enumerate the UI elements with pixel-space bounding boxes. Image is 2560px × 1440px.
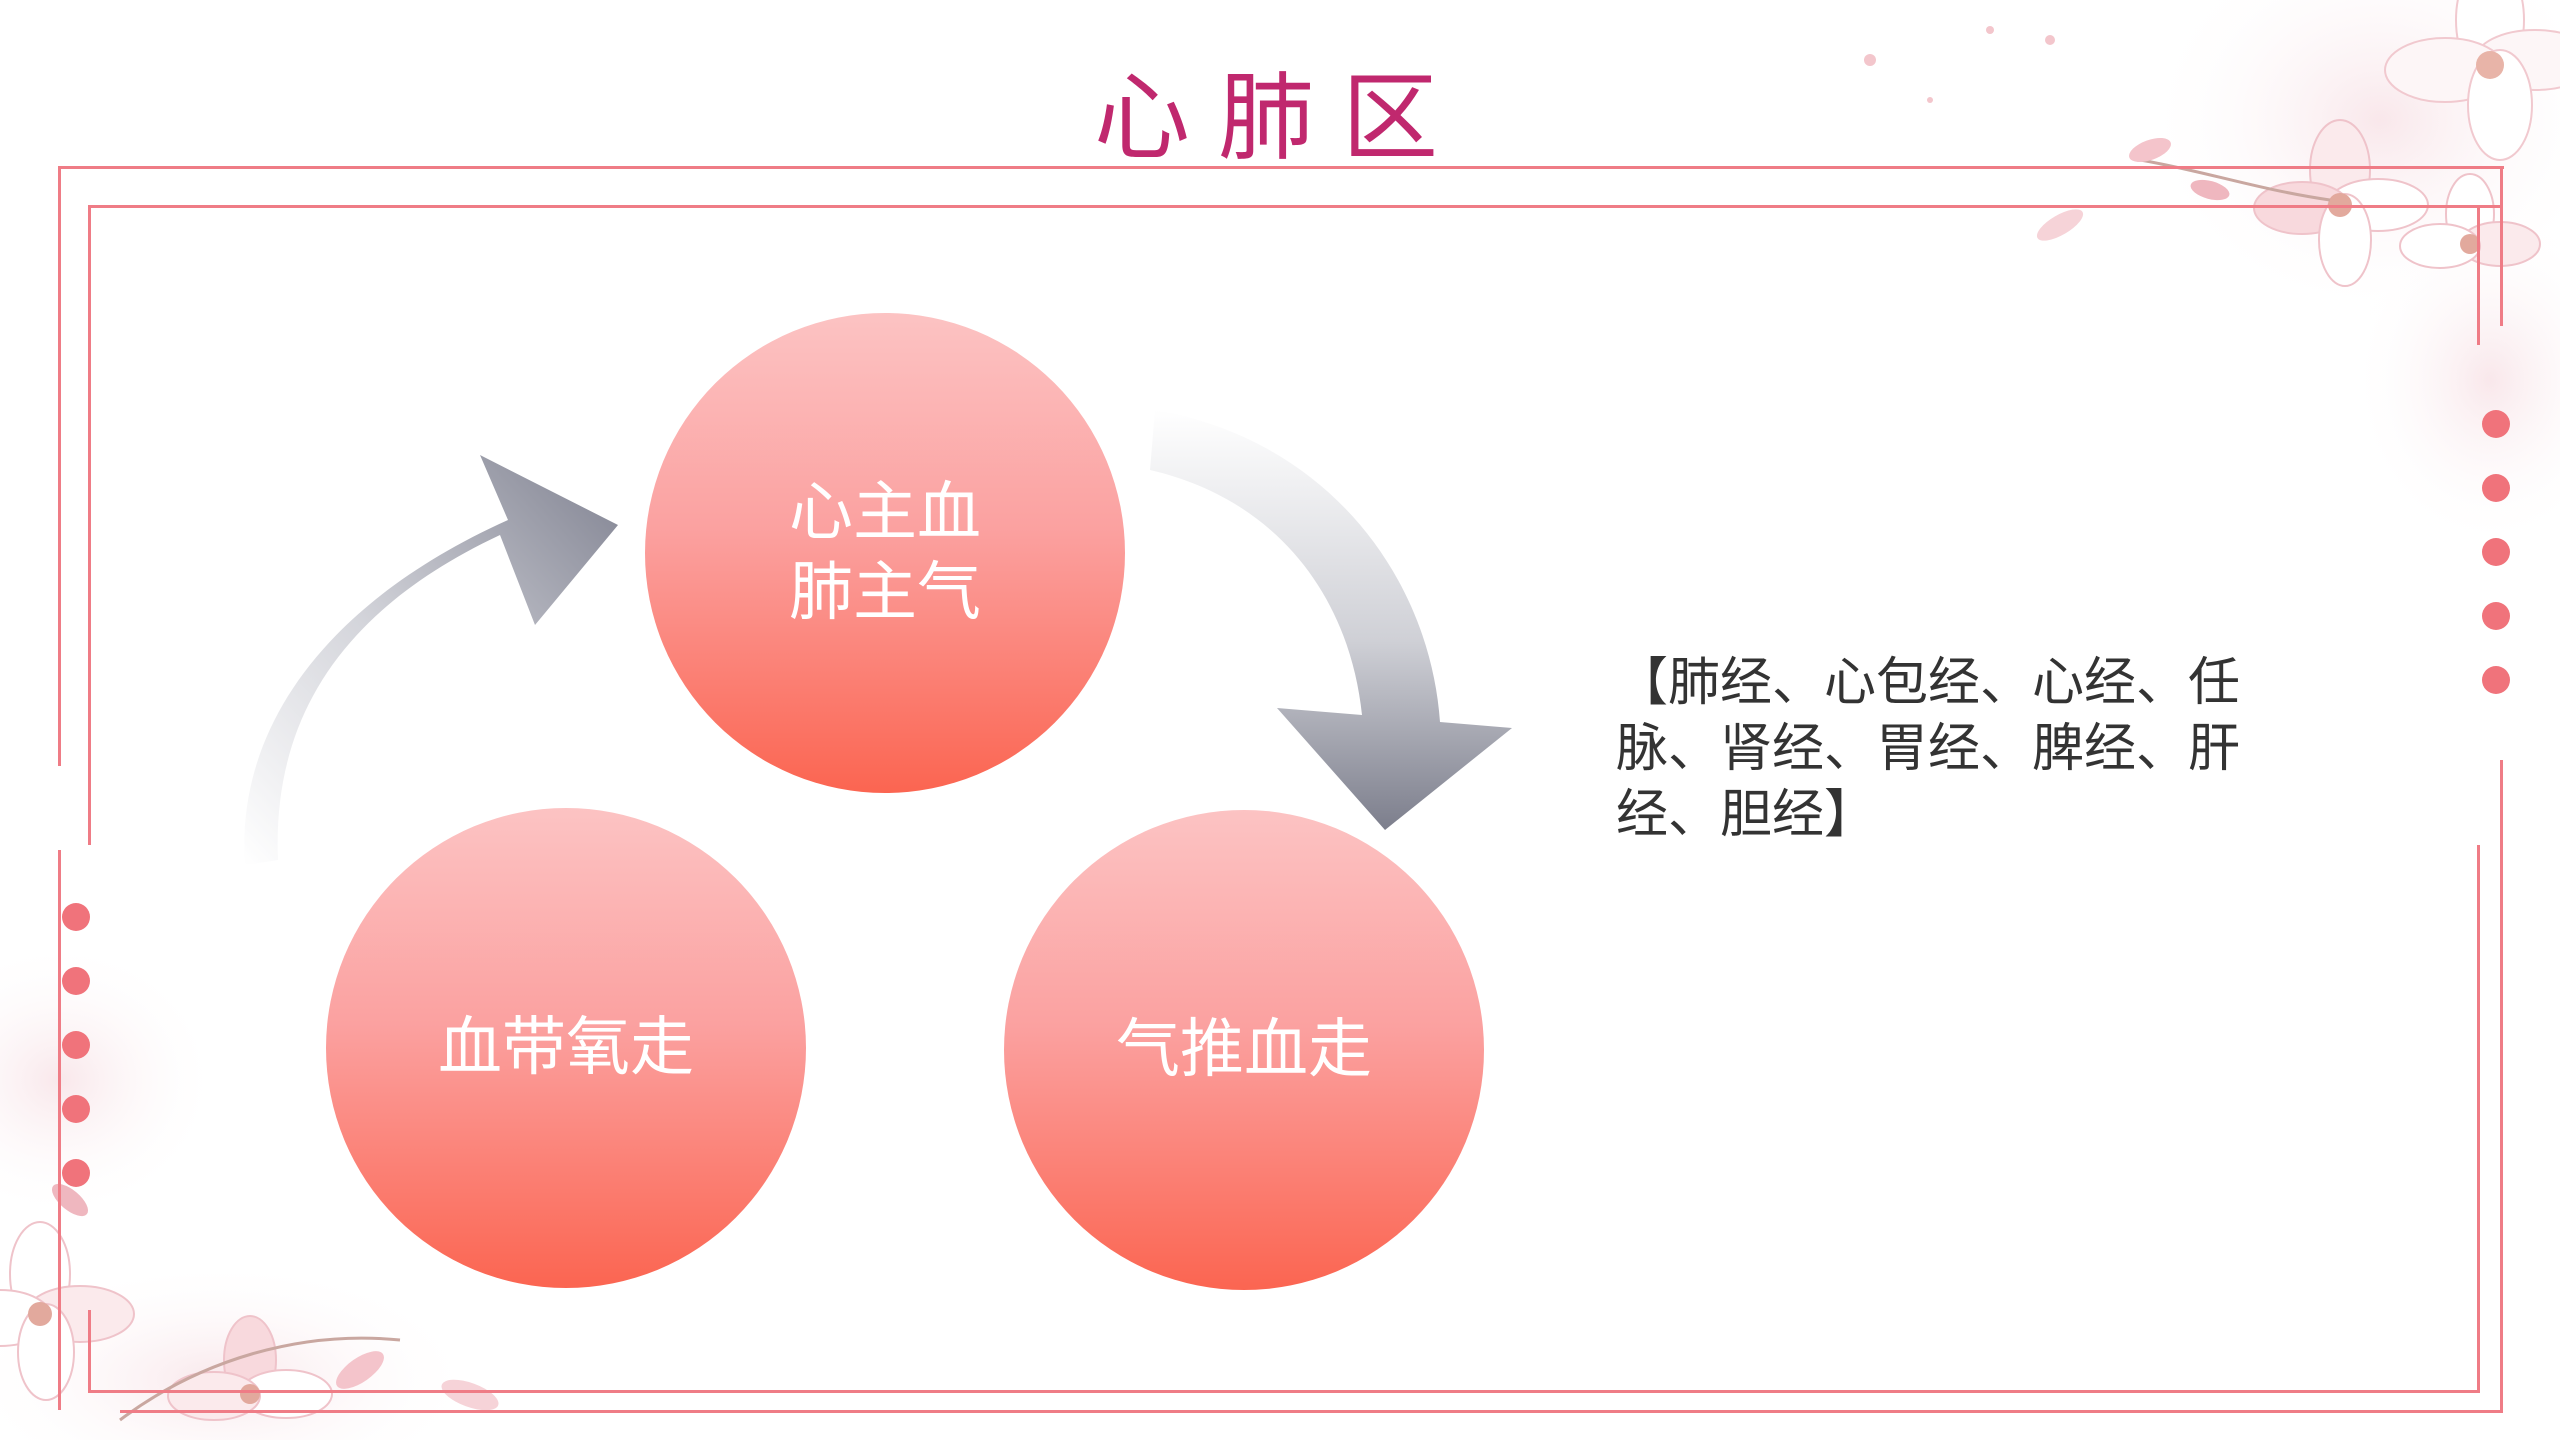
- meridians-text: 【肺经、心包经、心经、任脉、肾经、胃经、脾经、肝经、胆经】: [1616, 653, 2241, 845]
- frame-inner-right-lower: [2477, 845, 2480, 1390]
- dot: [62, 1031, 90, 1059]
- dot: [2482, 474, 2510, 502]
- arrow-right: [1150, 410, 1512, 830]
- frame-inner-bottom: [88, 1390, 2480, 1393]
- frame-inner-top: [88, 205, 2500, 208]
- frame-inner-left-lower: [88, 1310, 91, 1392]
- frame-outer-top: [58, 166, 2504, 169]
- dot: [62, 1095, 90, 1123]
- dot: [62, 1159, 90, 1187]
- arrow-left: [244, 455, 618, 865]
- dot: [2482, 666, 2510, 694]
- frame-inner-left: [88, 205, 91, 845]
- page-title: 心肺区: [1094, 62, 1466, 174]
- circle-heart-lung: 心主血 肺主气: [645, 313, 1125, 793]
- dot: [2482, 602, 2510, 630]
- frame-outer-right-lower: [2500, 760, 2503, 1410]
- frame-inner-right: [2477, 205, 2480, 345]
- frame-outer-left: [58, 166, 61, 766]
- dot: [62, 967, 90, 995]
- circle-blood-carries-oxygen: 血带氧走: [326, 808, 806, 1288]
- frame-outer-bottom: [120, 1410, 2503, 1413]
- dot: [2482, 538, 2510, 566]
- dot: [62, 903, 90, 931]
- frame-outer-right: [2500, 166, 2503, 326]
- circle-qi-pushes-blood-text: 气推血走: [1116, 1013, 1372, 1087]
- circle-qi-pushes-blood: 气推血走: [1004, 810, 1484, 1290]
- circle-heart-lung-text: 心主血 肺主气: [789, 476, 981, 630]
- dot: [2482, 410, 2510, 438]
- circle-blood-carries-oxygen-text: 血带氧走: [438, 1011, 694, 1085]
- frame-outer-left-lower: [58, 850, 61, 1410]
